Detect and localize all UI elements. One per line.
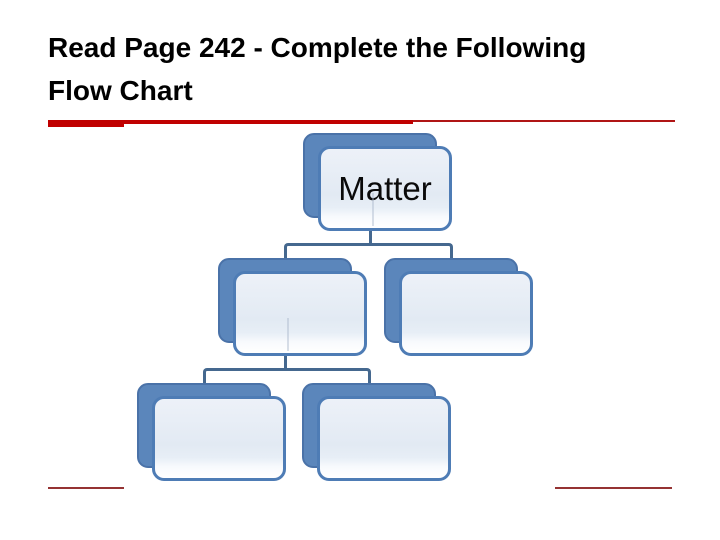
title-underline-medium-segment bbox=[124, 120, 413, 124]
node-level3-left-box[interactable] bbox=[152, 396, 286, 481]
node-level3-right-box[interactable] bbox=[317, 396, 451, 481]
node-level3-right bbox=[302, 383, 451, 481]
node-level2-left bbox=[218, 258, 367, 356]
title-line-1: Read Page 242 - Complete the Following bbox=[48, 32, 587, 63]
title-underline-thin-segment bbox=[413, 120, 675, 122]
connector-showthrough-line bbox=[287, 318, 289, 351]
footer-line-right bbox=[555, 487, 672, 489]
page-title: Read Page 242 - Complete the Following F… bbox=[48, 26, 586, 112]
node-level2-left-box[interactable] bbox=[233, 271, 367, 356]
node-level3-left bbox=[137, 383, 286, 481]
node-matter-label: Matter bbox=[338, 170, 432, 207]
node-level2-right-box[interactable] bbox=[399, 271, 533, 356]
connector-showthrough-line bbox=[372, 193, 374, 226]
footer-line-left bbox=[48, 487, 124, 489]
connector-root-branch bbox=[283, 243, 453, 258]
connector-level2-left-branch bbox=[202, 368, 371, 383]
node-matter-box[interactable]: Matter bbox=[318, 146, 452, 231]
connector-level2-left-stem bbox=[283, 355, 287, 371]
node-matter: Matter bbox=[303, 133, 452, 231]
connector-root-stem bbox=[368, 230, 372, 246]
title-underline-thick-segment bbox=[48, 120, 124, 127]
node-level2-right bbox=[384, 258, 533, 356]
title-line-2: Flow Chart bbox=[48, 75, 193, 106]
